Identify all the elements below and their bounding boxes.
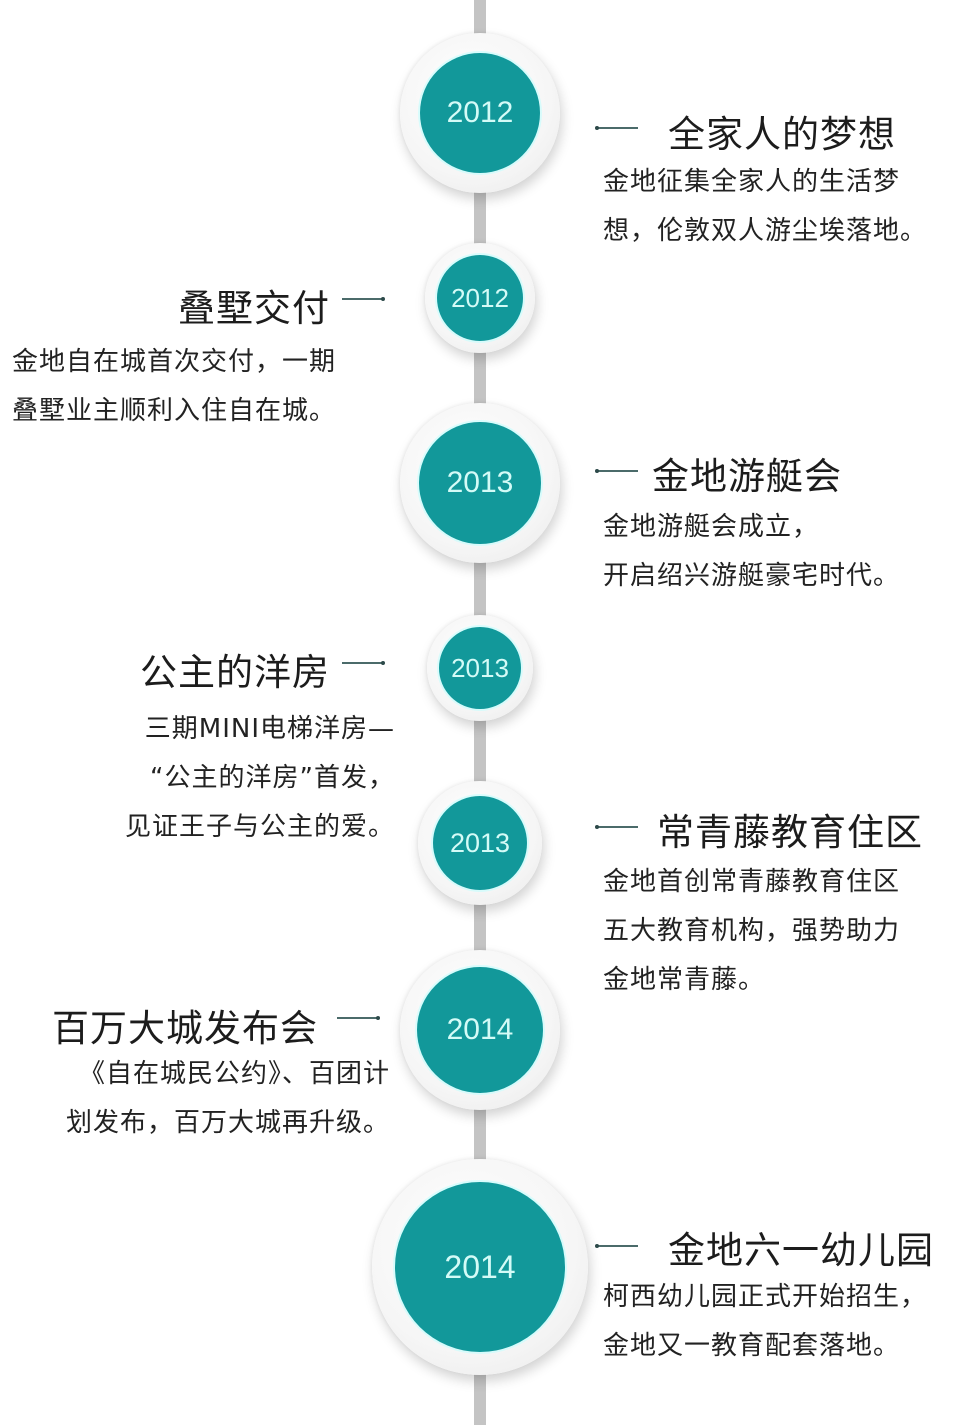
- desc-line: 想，伦敦双人游尘埃落地。: [603, 216, 928, 246]
- desc-line: 开启绍兴游艇豪宅时代。: [603, 561, 901, 591]
- event-desc-2: 金地自在城首次交付，一期 叠墅业主顺利入住自在城。: [12, 338, 336, 436]
- connector-3: [595, 469, 638, 473]
- desc-line: 金地首创常青藤教育住区: [603, 867, 901, 897]
- event-desc-3: 金地游艇会成立， 开启绍兴游艇豪宅时代。: [603, 503, 900, 601]
- event-desc-1: 金地征集全家人的生活梦 想，伦敦双人游尘埃落地。: [603, 158, 927, 256]
- desc-line: 金地自在城首次交付，一期: [12, 347, 337, 377]
- desc-line: 三期MINI电梯洋房—: [144, 714, 395, 744]
- year-node-1: 2012: [400, 33, 560, 193]
- year-node-6: 2014: [400, 950, 560, 1110]
- desc-line: 五大教育机构，强势助力: [603, 916, 901, 946]
- year-node-5: 2013: [418, 781, 542, 905]
- desc-line: 柯西幼儿园正式开始招生，: [603, 1282, 928, 1312]
- connector-7: [595, 1244, 638, 1248]
- event-title-2: 叠墅交付: [178, 287, 330, 330]
- year-badge: 2012: [437, 255, 523, 341]
- desc-line: 金地征集全家人的生活梦: [603, 167, 901, 197]
- year-badge: 2013: [439, 627, 521, 709]
- desc-line: 见证王子与公主的爱。: [124, 812, 395, 842]
- connector-6: [337, 1016, 380, 1020]
- desc-line: 《自在城民公约》、百团计: [78, 1059, 390, 1089]
- event-title-7: 金地六一幼儿园: [668, 1229, 934, 1272]
- year-node-3: 2013: [400, 403, 560, 563]
- event-desc-5: 金地首创常青藤教育住区 五大教育机构，强势助力 金地常青藤。: [603, 858, 900, 1005]
- year-badge: 2012: [420, 53, 540, 173]
- event-title-6: 百万大城发布会: [52, 1007, 318, 1050]
- year-node-4: 2013: [427, 615, 533, 721]
- event-title-5: 常青藤教育住区: [657, 811, 923, 854]
- connector-5: [595, 825, 638, 829]
- event-desc-6: 《自在城民公约》、百团计 划发布，百万大城再升级。: [66, 1050, 390, 1148]
- connector-1: [595, 126, 638, 130]
- event-title-3: 金地游艇会: [652, 455, 842, 498]
- event-title-4: 公主的洋房: [140, 651, 330, 694]
- event-title-1: 全家人的梦想: [668, 113, 896, 156]
- year-badge: 2013: [419, 422, 541, 544]
- year-node-2: 2012: [425, 243, 535, 353]
- desc-line: “公主的洋房”首发，: [150, 763, 395, 793]
- desc-line: 金地游艇会成立，: [603, 512, 820, 542]
- connector-4: [342, 661, 385, 665]
- year-badge: 2014: [417, 967, 543, 1093]
- year-badge: 2013: [433, 796, 527, 890]
- connector-2: [342, 297, 385, 301]
- desc-line: 叠墅业主顺利入住自在城。: [12, 396, 337, 426]
- year-node-7: 2014: [372, 1159, 588, 1375]
- event-desc-4: 三期MINI电梯洋房— “公主的洋房”首发， 见证王子与公主的爱。: [125, 705, 395, 852]
- year-badge: 2014: [395, 1182, 565, 1352]
- desc-line: 金地又一教育配套落地。: [603, 1331, 901, 1361]
- event-desc-7: 柯西幼儿园正式开始招生， 金地又一教育配套落地。: [603, 1273, 927, 1371]
- desc-line: 划发布，百万大城再升级。: [65, 1108, 390, 1138]
- desc-line: 金地常青藤。: [603, 965, 766, 995]
